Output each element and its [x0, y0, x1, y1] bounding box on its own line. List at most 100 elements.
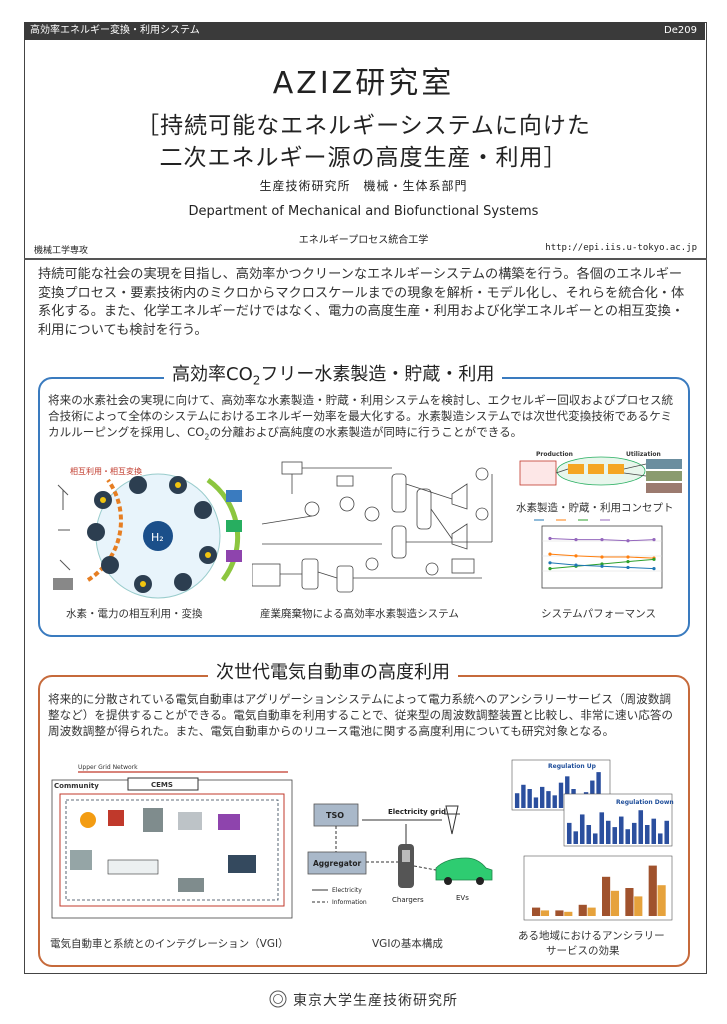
- perf-point: [626, 555, 630, 559]
- poster-code: De209: [664, 25, 697, 36]
- reg-up-bar: [533, 797, 539, 808]
- reg-down-bar: [605, 820, 611, 844]
- reg-down-bar: [592, 833, 598, 844]
- perf-point: [600, 564, 604, 568]
- chargers-label: Chargers: [392, 896, 424, 904]
- reg-up-bar: [546, 791, 551, 808]
- perf-point: [548, 561, 552, 565]
- reg-down-bar: [599, 812, 605, 844]
- perf-point: [548, 552, 552, 556]
- community-label: Community: [54, 782, 99, 790]
- perf-point: [600, 538, 604, 542]
- ancillary-bar-b: [610, 890, 620, 916]
- h2-label: H₂: [151, 531, 164, 544]
- reg-down-bar: [586, 825, 592, 844]
- lab-title: AZIZ研究室: [272, 66, 455, 101]
- reg-up-bar: [540, 786, 545, 808]
- utilization-label: Utilization: [626, 451, 661, 458]
- tso-label: TSO: [326, 811, 344, 820]
- cems-label: CEMS: [151, 781, 173, 789]
- reg-up-bar: [596, 772, 601, 808]
- fig1-caption: 水素・電力の相互利用・変換: [66, 608, 203, 620]
- major-label: 機械工学専攻: [34, 246, 89, 256]
- ancillary-caption-2: サービスの効果: [546, 945, 620, 957]
- ancillary-bar-b: [657, 885, 666, 916]
- production-label: Production: [536, 451, 573, 458]
- reg-down-bar: [625, 829, 631, 844]
- legend-information: Information: [332, 899, 367, 906]
- aggregator-label: Aggregator: [313, 859, 361, 868]
- department-en: Department of Mechanical and Biofunction…: [188, 204, 539, 219]
- upper-grid-label: Upper Grid Network: [78, 764, 138, 771]
- reg-up-bar: [558, 782, 564, 808]
- perf-point: [574, 538, 578, 542]
- ancillary-bar-a: [532, 907, 541, 916]
- ancillary-bar-b: [540, 910, 550, 916]
- department-jp: 生産技術研究所 機械・生体系部門: [259, 179, 468, 193]
- perf-point: [652, 538, 656, 542]
- reg-up-bar: [552, 795, 557, 808]
- ancillary-bar-b: [587, 907, 596, 916]
- perf-point: [652, 567, 656, 571]
- section2-body: 将来的に分散されている電気自動車はアグリゲーションシステムによって電力系統へのア…: [48, 692, 674, 738]
- reg-down-bar: [664, 820, 670, 844]
- lab-field: エネルギープロセス統合工学: [298, 235, 429, 246]
- reg-down-label: Regulation Down: [616, 799, 674, 806]
- subtitle-line1: ［持続可能なエネルギーシステムに向けた: [136, 113, 591, 139]
- lab-url[interactable]: http://epi.iis.u-tokyo.ac.jp: [545, 243, 697, 253]
- footer-institute: 東京大学生産技術研究所: [293, 993, 458, 1009]
- ancillary-bar-a: [602, 876, 611, 916]
- perf-point: [626, 539, 630, 543]
- reg-down-bar: [657, 833, 663, 844]
- vgi-caption: 電気自動車と系統とのインテグレーション（VGI）: [50, 938, 289, 950]
- reg-down-bar: [566, 822, 572, 844]
- section1-body: 将来の水素社会の実現に向けて、高効率な水素製造・貯蔵・利用システムを検討し、エク…: [48, 393, 674, 442]
- fig4-caption: システムパフォーマンス: [541, 608, 656, 620]
- legend-electricity: Electricity: [332, 887, 362, 894]
- perf-point: [574, 554, 578, 558]
- perf-point: [652, 557, 656, 561]
- reg-down-bar: [612, 827, 618, 844]
- reg-down-bar: [618, 816, 624, 844]
- intro-paragraph: 持続可能な社会の実現を目指し、高効率かつクリーンなエネルギーシステムの構築を行う…: [38, 267, 685, 338]
- vgi-basic-diagram: TSO Electricity grid Aggregator Chargers…: [307, 803, 493, 906]
- reg-down-bar: [651, 818, 657, 844]
- ancillary-bar-a: [555, 910, 564, 916]
- perf-point: [626, 565, 630, 570]
- reg-up-bar: [521, 784, 526, 808]
- perf-point: [626, 560, 630, 564]
- hydrogen-cycle-diagram: 相互利用・相互変換 H₂: [53, 466, 242, 599]
- hydrogen-concept-diagram: Production Utilization: [519, 451, 682, 493]
- vgi-community-diagram: Upper Grid Network Community CEMS: [51, 764, 293, 919]
- grid-label: Electricity grid: [388, 808, 446, 816]
- section2-title: 次世代電気自動車の高度利用: [208, 658, 458, 684]
- perf-point: [600, 555, 604, 559]
- reg-down-bar: [573, 831, 579, 844]
- fig1-top-label: 相互利用・相互変換: [70, 466, 142, 476]
- ancillary-bar-a: [648, 865, 657, 916]
- perf-point: [548, 567, 552, 571]
- reg-down-bar: [638, 810, 644, 844]
- footer: 東京大学生産技術研究所: [0, 990, 727, 1010]
- reg-up-bar: [514, 793, 520, 808]
- university-seal-icon: [269, 990, 287, 1008]
- ancillary-bar-b: [634, 896, 643, 916]
- fig3-caption: 水素製造・貯蔵・利用コンセプト: [516, 502, 674, 514]
- category-label: 高効率エネルギー変換・利用システム: [30, 25, 200, 36]
- evs-label: EVs: [456, 894, 469, 902]
- regulation-charts: Regulation Up Regulation Down: [511, 759, 674, 921]
- perf-point: [574, 563, 578, 567]
- fig2-caption: 産業廃棄物による高効率水素製造システム: [260, 608, 459, 620]
- ancillary-caption-1: ある地域におけるアンシラリー: [518, 930, 665, 942]
- section1-title: 高効率CO2フリー水素製造・貯蔵・利用: [164, 360, 503, 388]
- header-bar: 高効率エネルギー変換・利用システム De209: [24, 22, 705, 40]
- ancillary-bar-b: [564, 911, 573, 916]
- reg-up-bar: [565, 776, 570, 808]
- perf-point: [548, 536, 552, 541]
- vgi-basic-caption: VGIの基本構成: [372, 938, 443, 950]
- header-divider: [24, 258, 707, 260]
- ancillary-bar-a: [625, 888, 634, 916]
- subtitle-line2: 二次エネルギー源の高度生産・利用］: [159, 145, 568, 171]
- system-performance-chart: [534, 519, 663, 589]
- process-flowsheet-diagram: [252, 461, 493, 593]
